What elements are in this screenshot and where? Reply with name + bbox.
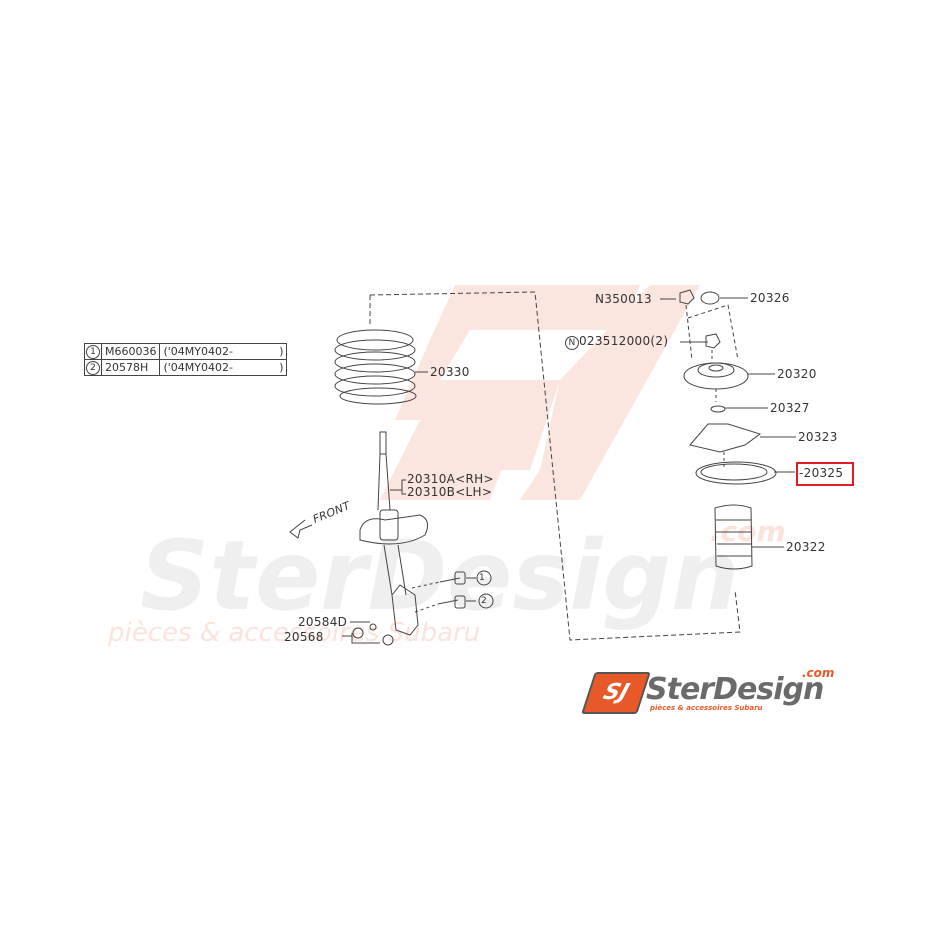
- ref-2-badge: 2: [86, 361, 100, 375]
- highlighted-part-box: [796, 462, 854, 486]
- legend-range: ('04MY0402-: [163, 344, 233, 358]
- label-strut-rh[interactable]: 20310A<RH>: [407, 472, 494, 486]
- label-washer[interactable]: 20584D: [298, 615, 348, 629]
- label-rubber-seat[interactable]: -20325: [799, 466, 844, 480]
- legend-part: 20578H: [100, 359, 161, 376]
- label-nut[interactable]: 20568: [284, 630, 324, 644]
- label-top-nut[interactable]: N350013: [595, 292, 652, 306]
- label-top-mount[interactable]: 20320: [777, 367, 817, 381]
- brand-logo: SJ SterDesign .com pièces & accessoires …: [581, 666, 850, 716]
- label-spring[interactable]: 20330: [430, 365, 470, 379]
- bolt-ref-2: 2: [481, 596, 488, 606]
- label-strut-lh[interactable]: 20310B<LH>: [407, 485, 493, 499]
- legend-part: M660036: [100, 343, 161, 360]
- label-dust-boot[interactable]: 20322: [786, 540, 826, 554]
- label-spring-seat[interactable]: 20323: [798, 430, 838, 444]
- logo-tagline: pièces & accessoires Subaru: [650, 704, 763, 712]
- watermark-brand: SterDesign: [140, 520, 740, 632]
- ref-1-badge: 1: [86, 345, 100, 359]
- legend-row: 2 20578H ('04MY0402-): [84, 359, 288, 376]
- label-mount-nut[interactable]: 023512000(2): [579, 334, 669, 348]
- label-bushing[interactable]: 20327: [770, 401, 810, 415]
- legend-row: 1 M660036 ('04MY0402-): [84, 343, 288, 360]
- sj-logo-icon: SJ: [581, 672, 651, 714]
- new-part-badge: N: [565, 336, 579, 350]
- legend-table: 1 M660036 ('04MY0402-) 2 20578H ('04MY04…: [84, 343, 288, 376]
- legend-range: ('04MY0402-: [163, 360, 233, 374]
- label-cap[interactable]: 20326: [750, 291, 790, 305]
- bolt-ref-1: 1: [479, 573, 486, 583]
- logo-com: .com: [802, 666, 835, 680]
- logo-name: SterDesign: [646, 672, 824, 707]
